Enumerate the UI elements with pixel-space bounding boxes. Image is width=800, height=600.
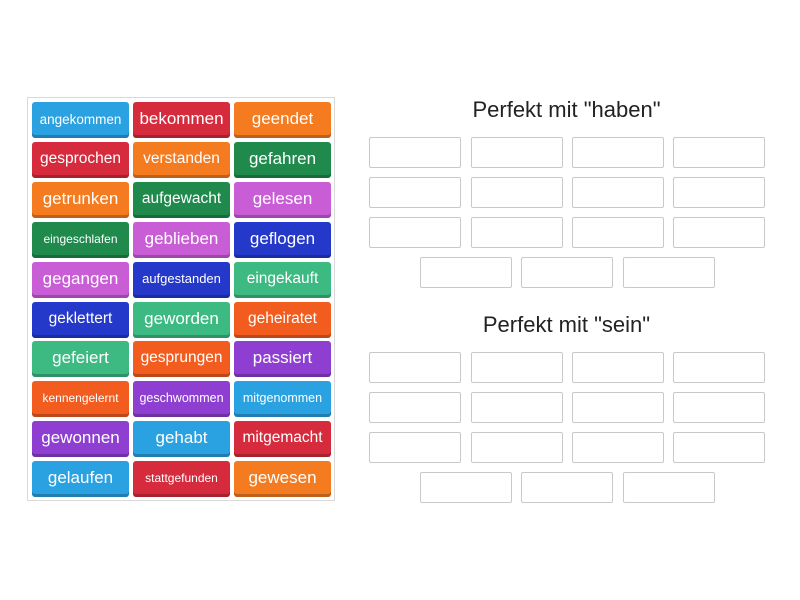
word-tile-label: eingeschlafen bbox=[43, 231, 118, 246]
drop-slot[interactable] bbox=[471, 392, 563, 423]
drop-slot[interactable] bbox=[572, 392, 664, 423]
word-tile[interactable]: angekommen bbox=[32, 102, 129, 138]
drop-slot[interactable] bbox=[369, 392, 461, 423]
word-tile-label: mitgemacht bbox=[242, 429, 323, 447]
word-tile[interactable]: gewonnen bbox=[32, 421, 129, 458]
word-tile[interactable]: passiert bbox=[234, 341, 331, 378]
drop-slot[interactable] bbox=[521, 257, 613, 288]
word-tile-label: gelesen bbox=[252, 188, 313, 208]
word-tile[interactable]: getrunken bbox=[32, 181, 129, 218]
word-tile[interactable]: kennengelernt bbox=[32, 381, 129, 418]
drop-slot[interactable] bbox=[623, 472, 715, 503]
drop-slot[interactable] bbox=[471, 432, 563, 463]
word-tile-label: geworden bbox=[144, 308, 219, 328]
word-tile-label: geblieben bbox=[144, 228, 219, 248]
word-tile-label: mitgenommen bbox=[242, 391, 323, 406]
drop-slot[interactable] bbox=[673, 177, 765, 208]
word-tile[interactable]: geendet bbox=[234, 102, 331, 138]
word-tile[interactable]: aufgewacht bbox=[133, 181, 230, 218]
word-tile-label: gegangen bbox=[42, 268, 119, 288]
word-tile-label: geflogen bbox=[249, 228, 316, 248]
drop-slot[interactable] bbox=[471, 137, 563, 168]
drop-slot[interactable] bbox=[572, 352, 664, 383]
word-tile[interactable]: gehabt bbox=[133, 421, 230, 458]
word-tile-label: geheiratet bbox=[248, 309, 317, 327]
word-tile[interactable]: geklettert bbox=[32, 301, 129, 338]
word-tile-label: geschwommen bbox=[139, 391, 224, 406]
drop-slot[interactable] bbox=[673, 352, 765, 383]
group-title-sein: Perfekt mit "sein" bbox=[482, 312, 651, 337]
drop-slot[interactable] bbox=[369, 352, 461, 383]
word-tile[interactable]: gelaufen bbox=[32, 461, 129, 498]
drop-slot[interactable] bbox=[369, 217, 461, 248]
word-tile[interactable]: eingekauft bbox=[234, 261, 331, 298]
drop-slot[interactable] bbox=[420, 257, 512, 288]
drop-slot[interactable] bbox=[369, 137, 461, 168]
word-tile[interactable]: bekommen bbox=[133, 102, 230, 138]
word-tile[interactable]: stattgefunden bbox=[133, 461, 230, 498]
word-tile[interactable]: mitgemacht bbox=[234, 421, 331, 458]
word-tile-label: gefeiert bbox=[52, 348, 109, 368]
word-tile-label: gesprochen bbox=[39, 149, 121, 167]
word-tile-label: verstanden bbox=[143, 149, 220, 167]
drop-slot[interactable] bbox=[471, 217, 563, 248]
word-tile[interactable]: mitgenommen bbox=[234, 381, 331, 418]
word-tile[interactable]: verstanden bbox=[133, 141, 230, 178]
word-tile[interactable]: gefeiert bbox=[32, 341, 129, 378]
word-tile-label: angekommen bbox=[39, 111, 122, 127]
word-tile-label: gewesen bbox=[248, 468, 317, 488]
word-tile-label: geendet bbox=[251, 109, 314, 128]
drop-slot[interactable] bbox=[572, 432, 664, 463]
word-tile-label: gefahren bbox=[248, 148, 317, 168]
drop-slot[interactable] bbox=[471, 352, 563, 383]
word-tile-label: getrunken bbox=[42, 188, 119, 208]
word-tile-label: gelaufen bbox=[47, 468, 114, 488]
word-tile[interactable]: aufgestanden bbox=[133, 261, 230, 298]
word-tile[interactable]: geblieben bbox=[133, 221, 230, 258]
drop-slot[interactable] bbox=[369, 177, 461, 208]
word-tile[interactable]: geheiratet bbox=[234, 301, 331, 338]
word-tile-label: passiert bbox=[252, 348, 313, 368]
word-tile[interactable]: geschwommen bbox=[133, 381, 230, 418]
drop-slot[interactable] bbox=[420, 472, 512, 503]
drop-slot[interactable] bbox=[673, 137, 765, 168]
word-tile-label: gesprungen bbox=[140, 349, 223, 367]
word-tile[interactable]: gesprochen bbox=[32, 141, 129, 178]
drop-slot[interactable] bbox=[572, 177, 664, 208]
drop-slot[interactable] bbox=[471, 177, 563, 208]
word-tile-label: eingekauft bbox=[246, 269, 319, 287]
drop-slot[interactable] bbox=[623, 257, 715, 288]
word-tile[interactable]: gegangen bbox=[32, 261, 129, 298]
drop-slot[interactable] bbox=[673, 432, 765, 463]
word-tile-label: kennengelernt bbox=[42, 391, 119, 406]
drop-slot[interactable] bbox=[369, 432, 461, 463]
word-tile-label: geklettert bbox=[48, 309, 113, 327]
group-title-haben: Perfekt mit "haben" bbox=[472, 97, 661, 122]
word-tile[interactable]: gesprungen bbox=[133, 341, 230, 378]
word-tile[interactable]: geflogen bbox=[234, 221, 331, 258]
word-tile[interactable]: gefahren bbox=[234, 141, 331, 178]
word-tile-label: aufgewacht bbox=[141, 189, 222, 207]
word-tile-label: bekommen bbox=[139, 109, 224, 128]
word-tile-label: stattgefunden bbox=[145, 471, 218, 486]
word-tile[interactable]: gelesen bbox=[234, 181, 331, 218]
drop-slot[interactable] bbox=[572, 137, 664, 168]
drop-slot[interactable] bbox=[673, 217, 765, 248]
word-tile[interactable]: geworden bbox=[133, 301, 230, 338]
word-tile-label: aufgestanden bbox=[142, 271, 221, 287]
drop-slot[interactable] bbox=[673, 392, 765, 423]
word-tile-label: gehabt bbox=[155, 428, 208, 448]
word-tile[interactable]: gewesen bbox=[234, 461, 331, 498]
drop-slot[interactable] bbox=[521, 472, 613, 503]
word-tile-bank: angekommen bekommen geendet gesprochen verst… bbox=[27, 97, 335, 501]
word-tile[interactable]: eingeschlafen bbox=[32, 221, 129, 258]
word-tile-label: gewonnen bbox=[41, 428, 120, 448]
drop-slot[interactable] bbox=[572, 217, 664, 248]
